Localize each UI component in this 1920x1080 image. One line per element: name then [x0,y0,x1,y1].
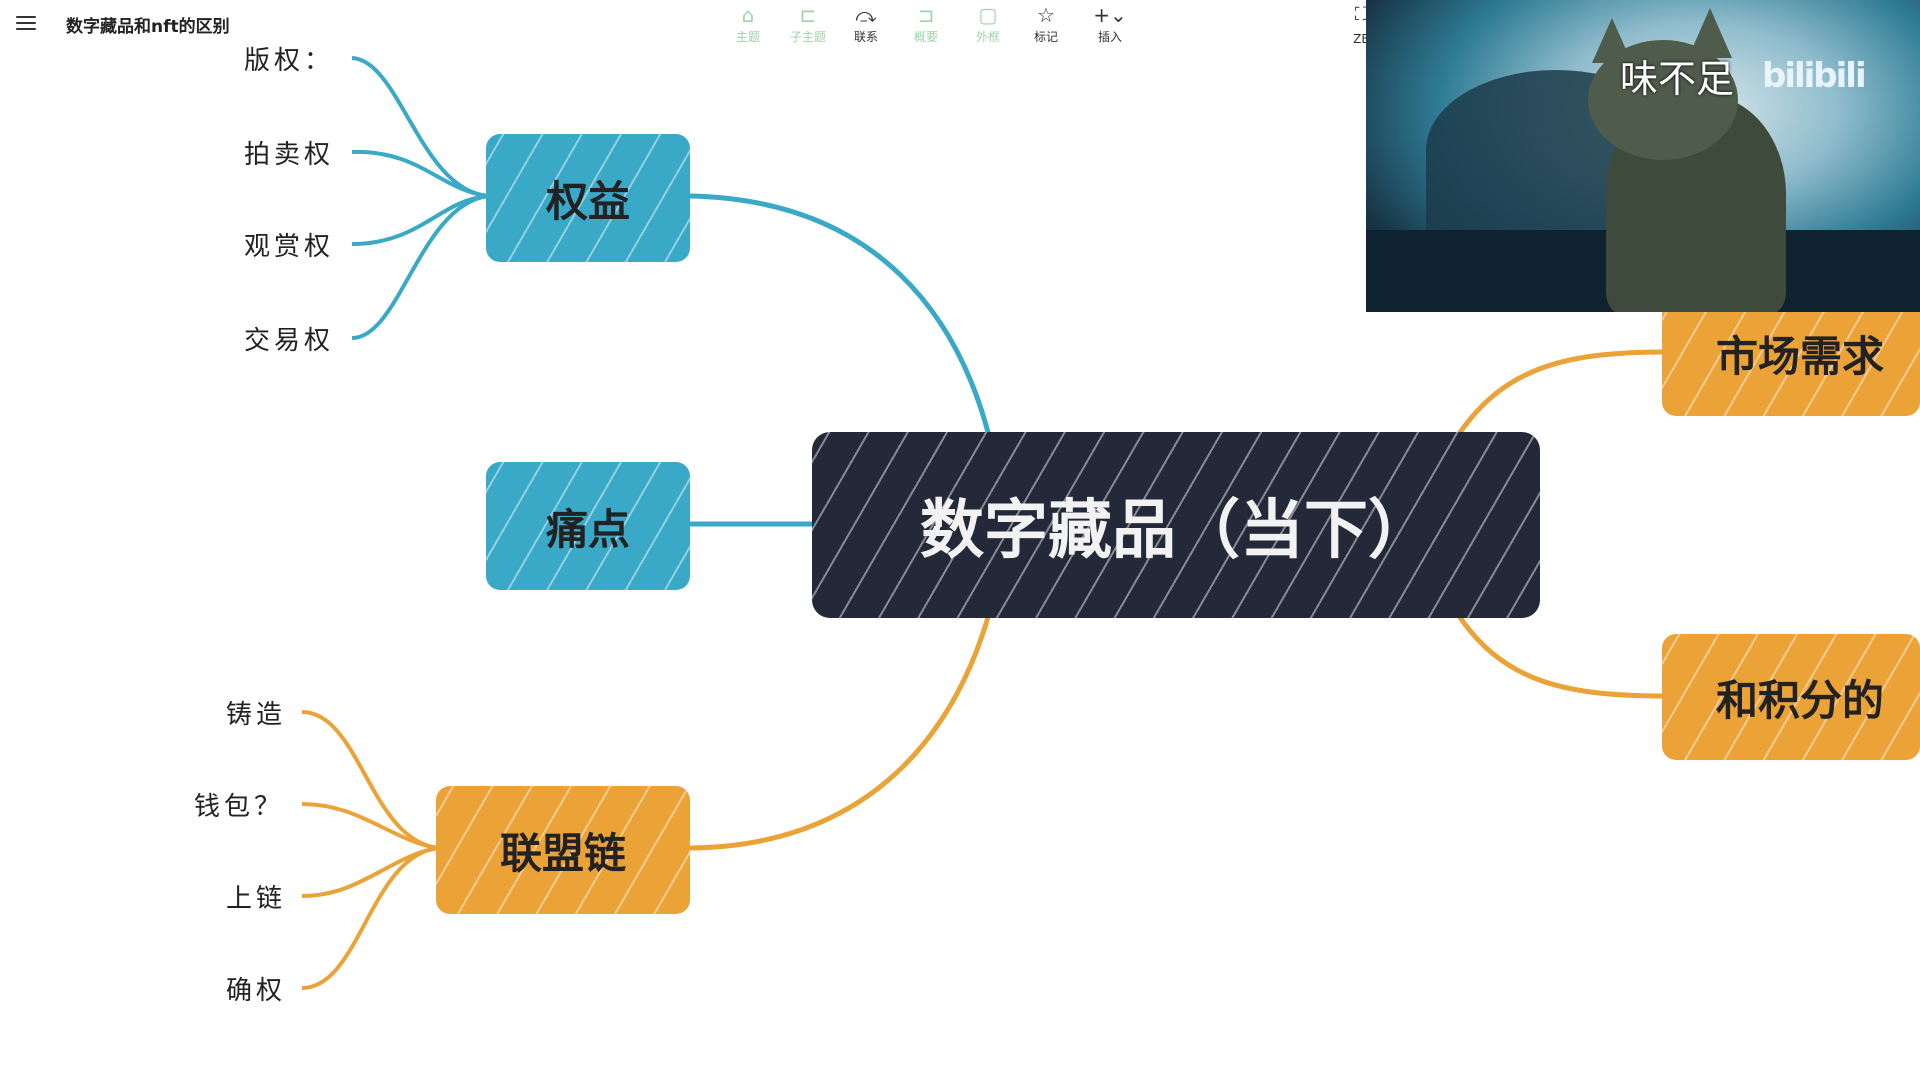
zen-mode-button[interactable]: ⛶ ZE [1346,4,1376,50]
toolbar-relation-button[interactable]: ⤼ 联系 [838,2,894,52]
topic-icon: ⌂ [741,3,755,27]
topic-points[interactable]: 和积分的 [1662,634,1920,760]
leaf-wallet[interactable]: 钱包？ [194,792,285,822]
connector-leaf-auction [351,149,489,198]
toolbar-label: 外框 [975,30,1000,44]
topic-pain-points[interactable]: 痛点 [486,462,690,590]
toolbar-marker-button[interactable]: ☆ 标记 [1018,2,1074,52]
toolbar-label: 概要 [913,30,938,44]
insert-icon: +⌄ [1093,3,1127,27]
video-watermark: bilibili [1762,56,1867,96]
connector-leaf-trade [351,194,489,340]
toolbar-topic-button[interactable]: ⌂ 主题 [720,2,776,52]
boundary-icon: ▢ [978,3,998,27]
topic-rights[interactable]: 权益 [486,134,690,262]
leaf-trading-right[interactable]: 交易权 [244,326,335,356]
subtopic-icon: ⊏ [799,3,817,27]
cat-head [1588,40,1738,160]
leaf-auction-right[interactable]: 拍卖权 [244,140,335,170]
video-caption: 味不足 [1620,57,1735,101]
connector-leaf-wallet [301,802,439,850]
leaf-viewing-right[interactable]: 观赏权 [244,232,335,262]
toolbar-label: 联系 [853,30,878,44]
connector-points [1452,608,1665,699]
video-overlay: 味不足 bilibili [1366,0,1920,312]
toolbar-label: 主题 [735,30,760,44]
connector-leaf-mint [301,710,439,850]
top-bar: 数字藏品和nft的区别 ⌂ 主题 ⊏ 子主题 ⤼ 联系 ⊐ 概要 ▢ 外框 ☆ 标记 +⌄ 插入 ⛶ ZE [0,0,1920,56]
central-topic[interactable]: 数字藏品（当下） [812,432,1540,618]
toolbar-boundary-button[interactable]: ▢ 外框 [960,2,1016,52]
connector-leaf-copyright [351,56,489,198]
leaf-on-chain[interactable]: 上链 [226,884,287,914]
zen-label: ZE [1353,32,1369,46]
leaf-minting[interactable]: 铸造 [226,700,287,730]
zen-mode-icon: ⛶ [1354,4,1368,25]
toolbar-summary-button[interactable]: ⊐ 概要 [898,2,954,52]
summary-icon: ⊐ [917,3,935,27]
toolbar-subtopic-button[interactable]: ⊏ 子主题 [780,2,836,52]
topic-consortium-chain[interactable]: 联盟链 [436,786,690,914]
document-title: 数字藏品和nft的区别 [66,17,230,37]
leaf-rights-confirmation[interactable]: 确权 [226,976,287,1006]
toolbar-label: 插入 [1097,30,1122,44]
connector-market [1452,349,1665,442]
connector-rights [689,193,993,441]
toolbar-label: 子主题 [789,30,826,44]
connector-chain [689,609,993,851]
leaf-copyright[interactable]: 版权： [244,46,335,76]
marker-icon: ☆ [1037,3,1055,27]
relation-icon: ⤼ [855,3,877,27]
toolbar-label: 标记 [1033,30,1058,44]
toolbar-insert-button[interactable]: +⌄ 插入 [1082,2,1138,52]
hamburger-menu-icon[interactable] [14,12,38,34]
connector-leaf-confirm [301,846,439,990]
